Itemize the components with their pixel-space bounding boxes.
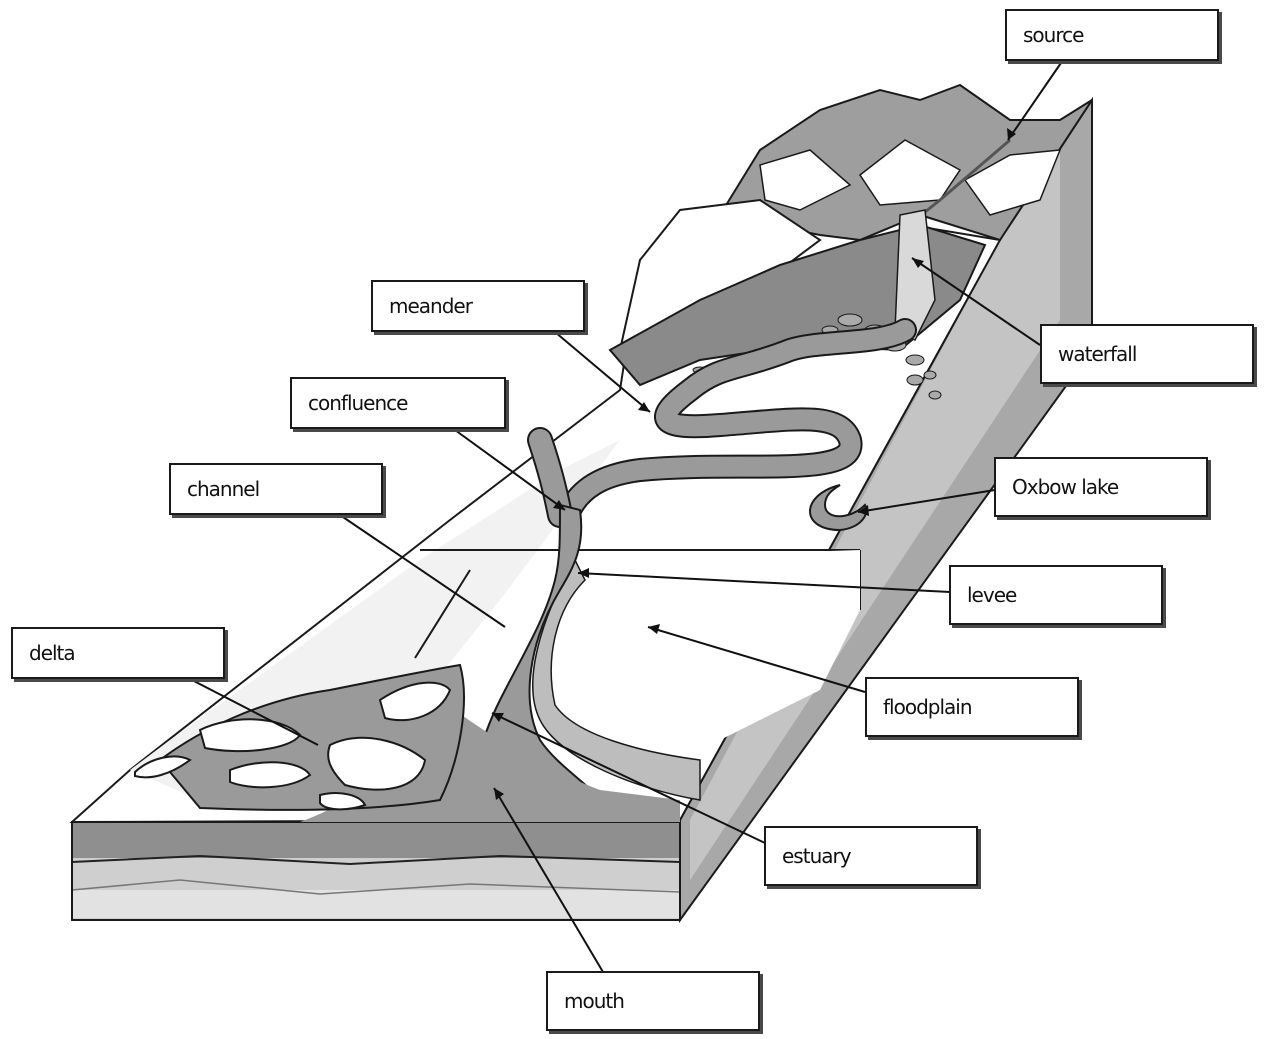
label-confluence: confluence bbox=[290, 377, 506, 429]
label-delta-text: delta bbox=[29, 641, 75, 665]
label-confluence-text: confluence bbox=[308, 391, 407, 415]
label-mouth: mouth bbox=[546, 971, 760, 1031]
label-oxbow-lake: Oxbow lake bbox=[994, 457, 1208, 517]
label-meander: meander bbox=[371, 280, 585, 332]
label-channel-text: channel bbox=[187, 477, 259, 501]
label-waterfall-text: waterfall bbox=[1058, 342, 1136, 366]
front-layer-bottom bbox=[72, 890, 680, 918]
label-levee: levee bbox=[949, 565, 1163, 625]
label-mouth-text: mouth bbox=[564, 989, 624, 1013]
label-estuary-text: estuary bbox=[782, 844, 851, 868]
label-estuary: estuary bbox=[764, 826, 978, 886]
label-source: source bbox=[1005, 9, 1219, 61]
label-floodplain-text: floodplain bbox=[883, 695, 972, 719]
label-levee-text: levee bbox=[967, 583, 1016, 607]
label-delta: delta bbox=[11, 627, 225, 679]
label-floodplain: floodplain bbox=[865, 677, 1079, 737]
label-oxbow-lake-text: Oxbow lake bbox=[1012, 475, 1118, 499]
label-channel: channel bbox=[169, 463, 383, 515]
label-source-text: source bbox=[1023, 23, 1083, 47]
front-layer-top bbox=[72, 822, 680, 858]
label-waterfall: waterfall bbox=[1040, 324, 1254, 384]
label-meander-text: meander bbox=[389, 294, 472, 318]
